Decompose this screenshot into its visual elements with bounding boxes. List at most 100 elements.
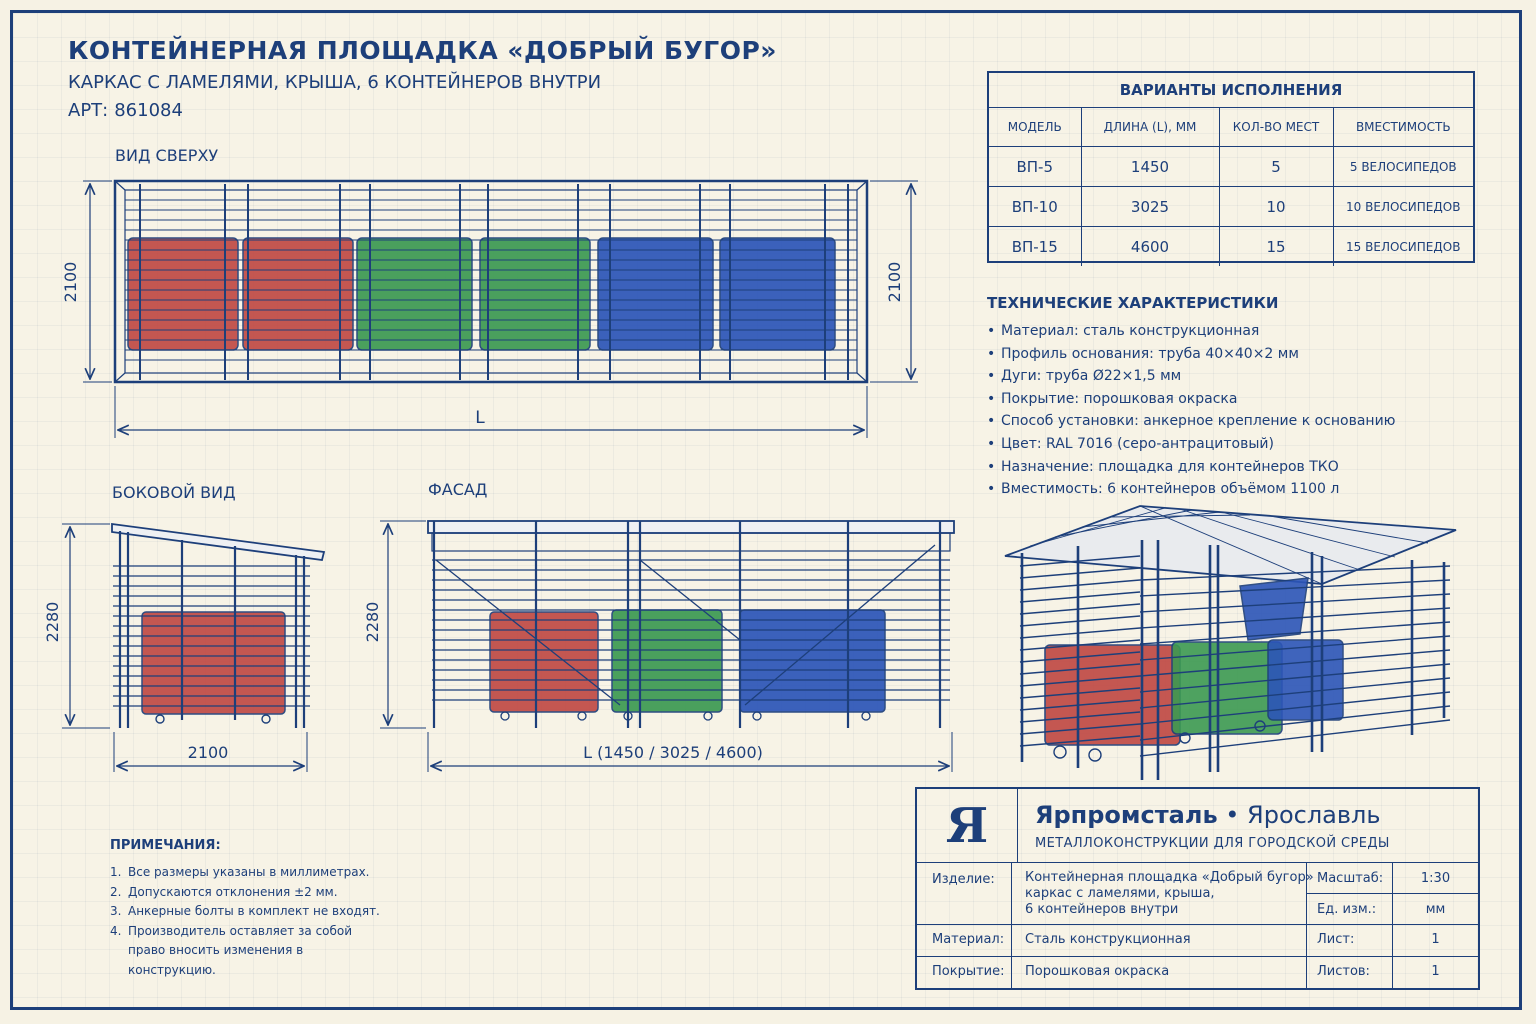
product-value: Контейнерная площадка «Добрый бугор» кар… xyxy=(1025,870,1314,918)
variant-model: ВП-10 xyxy=(989,186,1082,227)
product-line: 6 контейнеров внутри xyxy=(1025,902,1179,917)
divider xyxy=(1306,893,1478,894)
note-text: Анкерные болты в комплект не входят. xyxy=(128,904,380,918)
variants-grid: МОДЕЛЬ ДЛИНА (L), ММ КОЛ-ВО МЕСТ ВМЕСТИМ… xyxy=(989,108,1473,266)
scale-label: Масштаб: xyxy=(1317,871,1384,886)
variants-header-cell: МОДЕЛЬ xyxy=(989,108,1082,147)
variant-capacity: 15 ВЕЛОСИПЕДОВ xyxy=(1346,239,1461,254)
title-block-row-material: Материал: Сталь конструкционная Лист: 1 xyxy=(917,924,1478,957)
side-dim-width: 2100 xyxy=(188,743,229,762)
art-label: АРТ: xyxy=(68,100,109,121)
variant-model: ВП-15 xyxy=(989,226,1082,266)
side-view-lamellas xyxy=(113,565,310,707)
variant-places: 10 xyxy=(1219,186,1334,227)
coating-value: Порошковая окраска xyxy=(1025,964,1170,979)
list-item: 3. Анкерные болты в комплект не входят. xyxy=(110,902,470,922)
top-view-containers xyxy=(127,237,836,351)
list-item: Вместимость: 6 контейнеров объёмом 1100 … xyxy=(987,478,1487,501)
unit-value: мм xyxy=(1425,902,1446,917)
facade-dim-height: 2280 xyxy=(363,602,382,643)
notes-list: 1. Все размеры указаны в миллиметрах. 2. Д… xyxy=(110,863,470,980)
variant-length: 3025 xyxy=(1081,186,1220,227)
list-item: Назначение: площадка для контейнеров ТКО xyxy=(987,456,1487,479)
note-text: Допускаются отклонения ±2 мм. xyxy=(128,884,338,899)
facade-braces xyxy=(435,544,936,706)
top-view-label: ВИД СВЕРХУ xyxy=(115,146,219,165)
technical-specs: ТЕХНИЧЕСКИЕ ХАРАКТЕРИСТИКИ Материал: ста… xyxy=(987,294,1487,501)
material-label: Материал: xyxy=(932,932,1005,947)
list-item: Профиль основания: труба 40×40×2 мм xyxy=(987,343,1487,366)
top-dim-height-left: 2100 xyxy=(61,262,80,303)
sheets-value: 1 xyxy=(1431,964,1440,979)
list-item: Покрытие: порошковая окраска xyxy=(987,388,1487,411)
company-separator: • xyxy=(1217,801,1248,829)
divider xyxy=(1011,862,1012,988)
side-view xyxy=(62,522,326,772)
product-label: Изделие: xyxy=(932,872,995,887)
table-row: ВП-5 1450 5 5 ВЕЛОСИПЕДОВ xyxy=(989,146,1473,187)
coating-label: Покрытие: xyxy=(932,964,1005,979)
variants-header-cell: ДЛИНА (L), ММ xyxy=(1081,108,1220,147)
company-name-bold: Ярпромсталь xyxy=(1035,801,1218,829)
logo-icon: Я xyxy=(945,797,989,854)
title-block-row-coating: Покрытие: Порошковая окраска Листов: 1 xyxy=(917,956,1478,988)
sheet-label: Лист: xyxy=(1317,932,1355,947)
variants-header-row: МОДЕЛЬ ДЛИНА (L), ММ КОЛ-ВО МЕСТ ВМЕСТИМ… xyxy=(989,108,1473,147)
note-text: Производитель оставляет за собой право в… xyxy=(128,923,353,977)
list-item: Цвет: RAL 7016 (серо-антрацитовый) xyxy=(987,433,1487,456)
variant-model: ВП-5 xyxy=(989,146,1082,187)
sheets-label: Листов: xyxy=(1317,964,1370,979)
notes: ПРИМЕЧАНИЯ: 1. Все размеры указаны в милл… xyxy=(110,838,470,980)
divider xyxy=(1306,862,1307,988)
list-item: Способ установки: анкерное крепление к о… xyxy=(987,410,1487,433)
product-line: каркас с ламелями, крыша, xyxy=(1025,886,1215,901)
art-value: 861084 xyxy=(114,100,183,121)
table-row: ВП-10 3025 10 10 ВЕЛОСИПЕДОВ xyxy=(989,186,1473,227)
article-number: АРТ:861084 xyxy=(68,100,183,121)
title-block-header: Я Ярпромсталь • Ярославль МЕТАЛЛОКОНСТРУ… xyxy=(917,789,1478,863)
list-item: 2. Допускаются отклонения ±2 мм. xyxy=(110,883,470,903)
list-item: 4. Производитель оставляет за собой право… xyxy=(110,922,470,981)
company-logo: Я xyxy=(917,789,1018,862)
variant-capacity: 10 ВЕЛОСИПЕДОВ xyxy=(1333,186,1473,227)
side-dim-height: 2280 xyxy=(43,602,62,643)
variants-header-cell: ВМЕСТИМОСТЬ xyxy=(1333,108,1473,147)
variant-places: 5 xyxy=(1219,146,1334,187)
side-view-label: БОКОВОЙ ВИД xyxy=(112,483,236,502)
facade-dim-length: L (1450 / 3025 / 4600) xyxy=(583,743,763,762)
title-block: Я Ярпромсталь • Ярославль МЕТАЛЛОКОНСТРУ… xyxy=(915,787,1480,990)
perspective-lamellas xyxy=(1019,555,1451,757)
sheet-value: 1 xyxy=(1431,932,1440,947)
variant-length: 4600 xyxy=(1081,226,1220,266)
note-text: Все размеры указаны в миллиметрах. xyxy=(128,865,370,879)
top-view-posts xyxy=(139,184,849,380)
perspective-view xyxy=(1004,505,1457,780)
note-number: 3. xyxy=(110,904,122,918)
company-slogan: МЕТАЛЛОКОНСТРУКЦИИ ДЛЯ ГОРОДСКОЙ СРЕДЫ xyxy=(1035,836,1390,851)
list-item: Материал: сталь конструкционная xyxy=(987,320,1487,343)
note-number: 1. xyxy=(110,865,122,879)
note-number: 2. xyxy=(110,884,122,899)
page-subtitle: КАРКАС С ЛАМЕЛЯМИ, КРЫША, 6 КОНТЕЙНЕРОВ … xyxy=(68,72,602,93)
material-value: Сталь конструкционная xyxy=(1025,932,1191,947)
top-dim-length: L xyxy=(475,408,485,428)
perspective-posts xyxy=(1020,540,1446,780)
top-dim-height-right: 2100 xyxy=(885,262,904,303)
variant-capacity: 5 ВЕЛОСИПЕДОВ xyxy=(1333,146,1473,187)
page-title: КОНТЕЙНЕРНАЯ ПЛОЩАДКА «ДОБРЫЙ БУГОР» xyxy=(68,36,777,65)
facade-posts xyxy=(432,521,942,728)
notes-title: ПРИМЕЧАНИЯ: xyxy=(110,838,221,853)
variants-title: ВАРИАНТЫ ИСПОЛНЕНИЯ xyxy=(989,73,1473,108)
list-item: Дуги: труба Ø22×1,5 мм xyxy=(987,365,1487,388)
facade-view-label: ФАСАД xyxy=(428,480,488,499)
company-city: Ярославль xyxy=(1247,801,1381,829)
company-name: Ярпромсталь • Ярославль xyxy=(1035,801,1381,829)
note-number: 4. xyxy=(110,923,122,938)
variant-length: 1450 xyxy=(1081,146,1220,187)
title-block-row-product: Изделие: Контейнерная площадка «Добрый б… xyxy=(917,862,1478,925)
variant-places: 15 xyxy=(1219,226,1334,266)
divider xyxy=(1392,862,1393,988)
product-line: Контейнерная площадка «Добрый бугор» xyxy=(1025,870,1314,885)
facade-view xyxy=(380,520,955,772)
unit-label: Ед. изм.: xyxy=(1317,902,1377,917)
